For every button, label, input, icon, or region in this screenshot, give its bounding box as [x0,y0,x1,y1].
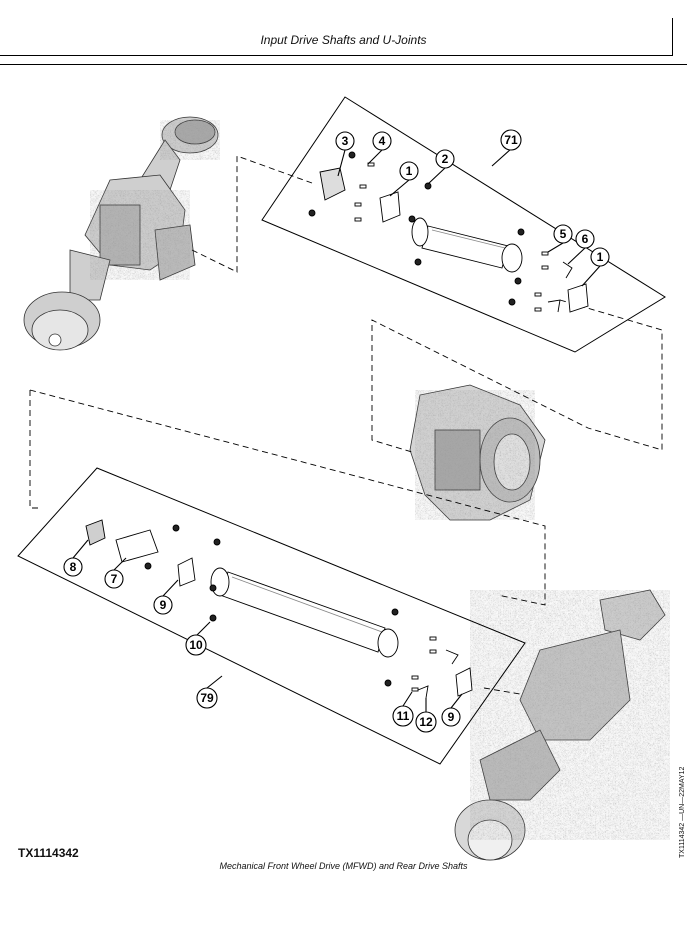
header-rule-top [0,55,672,56]
upper-shaft-parts [308,151,589,313]
callout-10: 10 [185,621,211,656]
lower-shaft-parts [85,519,473,699]
front-axle-assembly [454,589,670,861]
callout-8: 8 [63,539,89,577]
callout-4: 4 [367,131,392,165]
transmission-assembly [409,384,546,521]
callout-4-text: 4 [379,134,386,148]
callout-8-text: 8 [70,560,77,574]
callout-12: 12 [415,698,437,733]
callout-6-text: 6 [582,232,589,246]
callout-9b: 9 [441,693,463,727]
callout-2-text: 2 [442,152,449,166]
rear-axle-assembly [23,116,220,351]
callout-labels: 3 4 1 2 71 5 6 1 8 7 9 10 79 11 12 9 [63,129,610,733]
side-figure-code: TX1114342 —UN—22MAY12 [679,766,686,858]
callout-12-text: 12 [419,715,433,729]
callout-71-text: 71 [504,133,518,147]
lower-frame-front-shaft [17,467,526,765]
figure-code: TX1114342 [18,846,79,860]
dashed-connection-lines [29,155,663,695]
callout-1b-text: 1 [597,250,604,264]
callout-1a: 1 [389,161,419,197]
callout-1b: 1 [581,247,610,287]
header-rule-bottom [0,64,687,65]
header-rule-right [672,18,673,56]
callout-6: 6 [567,229,595,265]
callout-7-text: 7 [111,572,118,586]
page-header-title: Input Drive Shafts and U-Joints [260,33,427,47]
callout-11: 11 [392,691,414,727]
callout-9b-text: 9 [448,710,455,724]
callout-79: 79 [196,675,223,709]
callout-7: 7 [104,557,127,589]
callout-5-text: 5 [560,227,567,241]
callout-10-text: 10 [189,638,203,652]
callout-9a-text: 9 [160,598,167,612]
callout-71: 71 [491,129,522,167]
figure-caption: Mechanical Front Wheel Drive (MFWD) and … [219,861,468,871]
callout-2: 2 [427,149,455,185]
upper-frame-rear-shaft [261,96,666,353]
callout-9a: 9 [153,579,179,615]
callout-3-text: 3 [342,134,349,148]
callout-1a-text: 1 [406,164,413,178]
callout-5: 5 [547,224,573,253]
callout-79-text: 79 [200,691,214,705]
callout-3: 3 [335,131,355,177]
callout-11-text: 11 [397,709,410,723]
